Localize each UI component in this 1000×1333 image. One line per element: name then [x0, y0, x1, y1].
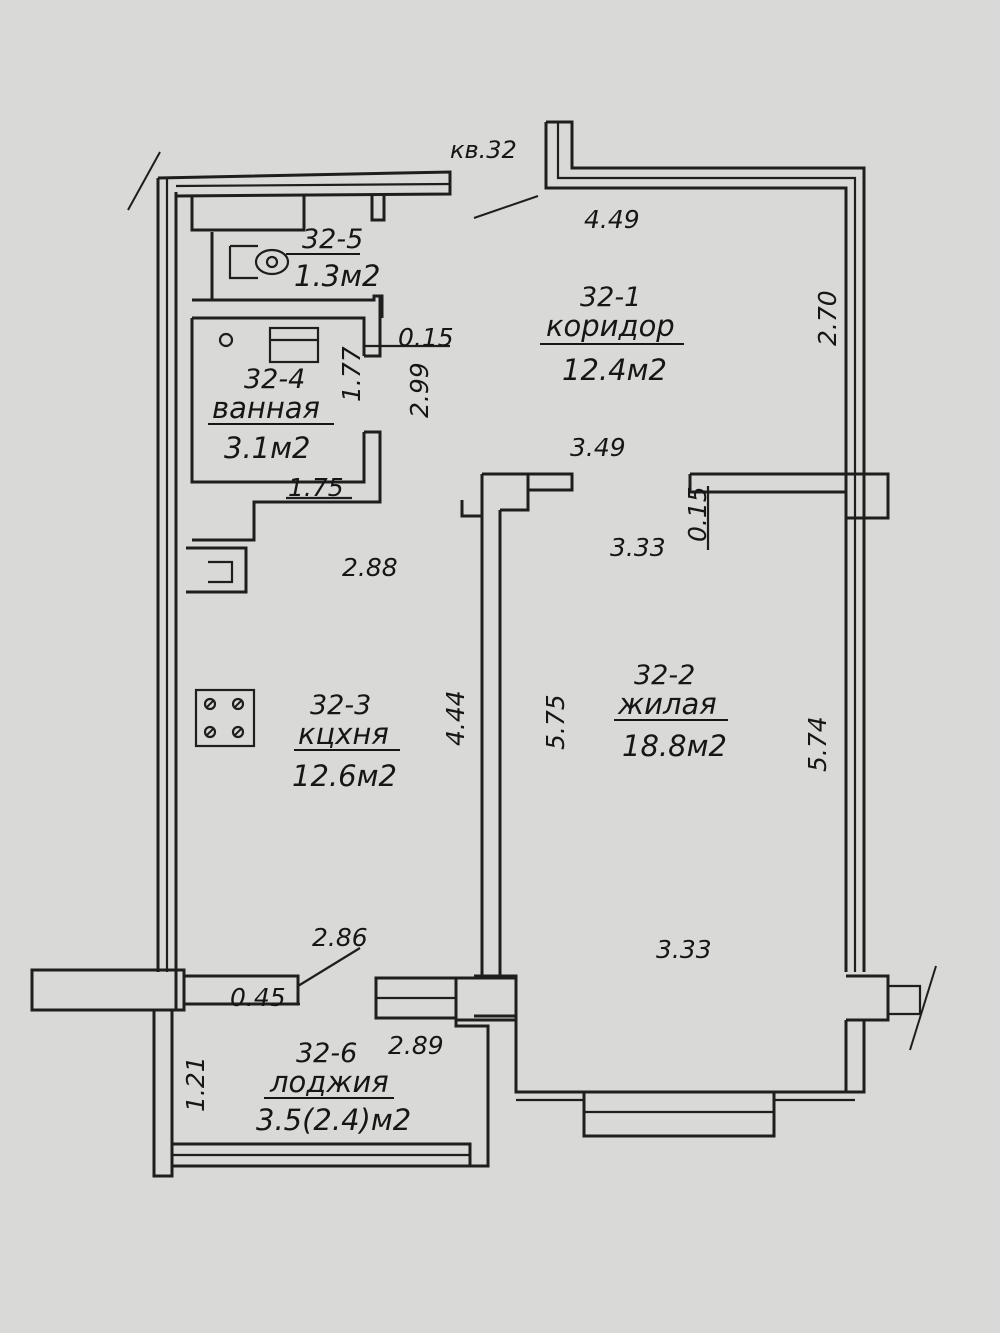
dim-living-length-left: 5.75 [541, 694, 570, 750]
wall-bath-top [192, 316, 366, 356]
corridor-area: 12.4м2 [562, 353, 667, 387]
wall-bath-right-top [364, 296, 382, 358]
dim-bath-block-height: 2.99 [405, 362, 434, 418]
kitchen-name: кцхня [298, 717, 389, 751]
dim-bath-width: 1.75 [288, 473, 344, 502]
wall-toilet-bottom [192, 294, 384, 318]
bathroom-area: 3.1м2 [224, 431, 310, 465]
stove-icon [194, 688, 256, 748]
leaders [220, 344, 710, 1026]
washing-machine-icon [268, 326, 320, 364]
walls [30, 120, 937, 1178]
corridor-name: коридор [546, 309, 675, 343]
dim-loggia-width: 2.89 [388, 1031, 444, 1060]
wall-living-right-bottom [846, 974, 890, 1022]
loggia-area: 3.5(2.4)м2 [256, 1103, 411, 1137]
wall-kitchen-niche-inner [208, 560, 234, 584]
dim-living-length-right: 5.74 [803, 716, 832, 772]
wall-right-line [556, 122, 857, 972]
wall-partition-foot [454, 976, 518, 1022]
wall-top-left [157, 170, 452, 198]
leader-286 [297, 947, 361, 987]
break-mark-top [473, 195, 539, 219]
drain-icon [218, 332, 234, 348]
wall-living-bottom [514, 1020, 848, 1094]
wall-partition-top [460, 472, 574, 518]
dim-kitchen-bottom: 2.86 [312, 923, 368, 952]
kitchen-area: 12.6м2 [292, 759, 397, 793]
bathroom-id: 32-4 [244, 364, 305, 395]
dim-wall-thickness-b: 0.15 [683, 486, 712, 542]
bathroom-name: ванная [212, 391, 320, 425]
wall-partition-foot-col [474, 974, 518, 1018]
toilet-area: 1.3м2 [294, 259, 380, 293]
wall-toilet-stub [370, 196, 386, 222]
dim-bath-height: 1.77 [337, 346, 366, 402]
labels: кв.32 32-5 1.3м2 32-4 ванная 3.1м2 32-1 … [181, 136, 842, 1137]
corridor-id: 32-1 [580, 282, 641, 313]
dim-living-width-top: 3.33 [610, 533, 666, 562]
dim-corridor-length: 2.70 [813, 290, 842, 346]
wall-loggia-left [152, 1010, 174, 1178]
wall-living-top-inner [688, 474, 846, 494]
kitchen-id: 32-3 [310, 690, 371, 721]
break-mark-top-left [127, 151, 161, 211]
dim-wall-thickness-a: 0.15 [398, 323, 454, 352]
dim-living-width-bottom: 3.33 [656, 935, 712, 964]
dim-loggia-depth: 1.21 [181, 1056, 210, 1112]
living-id: 32-2 [634, 660, 695, 691]
wall-bath-inner [190, 318, 366, 484]
wall-top-left-line [175, 182, 451, 188]
dim-kitchen-width: 2.88 [342, 553, 398, 582]
wall-loggia-column [146, 968, 186, 1012]
dim-corridor-inner: 3.49 [570, 433, 626, 462]
living-name: жилая [617, 687, 717, 721]
wall-entry-stub-inner [544, 122, 848, 972]
apartment-label: кв.32 [450, 136, 517, 164]
wall-entry-stub [546, 120, 866, 972]
break-mark-right [909, 965, 937, 1051]
fixtures [194, 244, 320, 748]
loggia-id: 32-6 [296, 1038, 357, 1069]
wall-bath-right-bottom [192, 430, 382, 542]
wall-kitchen-niche [186, 546, 248, 594]
loggia-name: лоджия [269, 1065, 389, 1099]
dim-corridor-width: 4.49 [584, 205, 640, 234]
wall-toilet-left [210, 232, 228, 302]
wall-living-top [690, 472, 890, 520]
dim-loggia-wall: 0.45 [230, 983, 286, 1012]
dim-kitchen-length: 4.44 [441, 690, 470, 746]
living-area: 18.8м2 [622, 729, 727, 763]
toilet-id: 32-5 [302, 224, 363, 255]
toilet-icon [228, 244, 290, 280]
wall-window-outer [582, 1092, 776, 1138]
wall-toilet-top [190, 196, 306, 232]
wall-loggia-top-left [30, 968, 178, 1012]
wall-living-bottom-right [774, 1020, 866, 1094]
wall-right-ext [888, 984, 922, 1016]
